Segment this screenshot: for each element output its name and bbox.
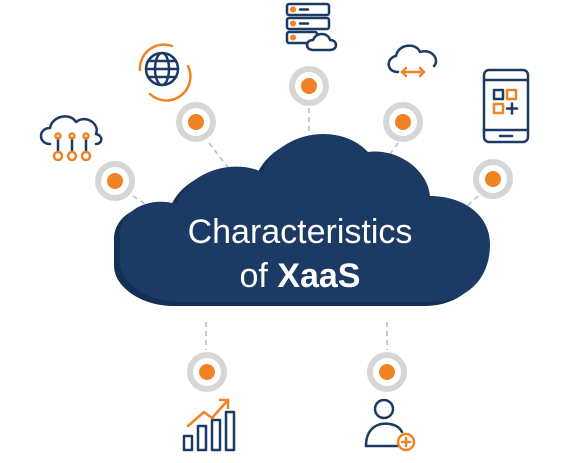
globe-icon xyxy=(138,43,192,102)
growth-chart-icon xyxy=(182,398,236,452)
node-globe xyxy=(176,102,216,142)
node-rings xyxy=(95,66,513,392)
cloud-network-icon xyxy=(39,115,103,162)
server-cloud-icon xyxy=(285,2,338,52)
node-cloud-transfer xyxy=(383,102,423,142)
cloud-title-line1: Characteristics xyxy=(187,213,413,251)
mobile-apps-icon xyxy=(482,68,530,144)
node-growth-chart xyxy=(187,352,227,392)
node-cloud-network xyxy=(95,161,135,201)
connector-globe xyxy=(208,142,231,171)
node-server-cloud xyxy=(289,66,329,106)
node-mobile-apps xyxy=(473,159,513,199)
central-cloud xyxy=(113,133,491,306)
cloud-transfer-icon xyxy=(387,44,438,78)
node-add-user xyxy=(367,352,407,392)
title-prefix: of xyxy=(239,257,278,295)
cloud-title-line2: of XaaS xyxy=(150,256,450,296)
add-user-icon xyxy=(364,398,416,452)
title-emphasis: XaaS xyxy=(277,257,361,295)
